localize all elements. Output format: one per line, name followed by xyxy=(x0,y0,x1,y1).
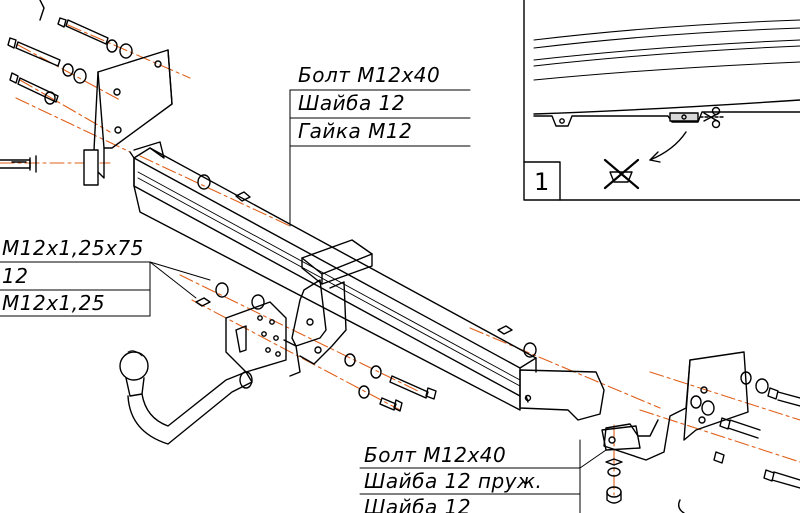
inset-number: 1 xyxy=(534,168,550,196)
right-mount-bracket xyxy=(519,351,749,461)
label-bolt-bottom: Болт М12х40 xyxy=(364,443,507,467)
label-spring-washer-bottom: Шайба 12 пруж. xyxy=(364,469,543,493)
tow-ball xyxy=(119,350,253,445)
left-bolts xyxy=(7,0,133,105)
detail-inset xyxy=(523,0,800,201)
inset-number-box xyxy=(523,161,561,201)
center-fasteners xyxy=(195,174,437,412)
center-bracket xyxy=(283,279,347,377)
main-crossbeam xyxy=(129,141,537,411)
hitch-mount-plate xyxy=(225,301,287,373)
right-fasteners xyxy=(497,325,800,513)
crossed-out-part-icon xyxy=(603,158,640,190)
label-washer-left: 12 xyxy=(2,264,29,288)
cut-scissors-icon xyxy=(699,106,725,129)
label-bolt-left: М12х1,25х75 xyxy=(2,236,144,260)
label-nut-top: Гайка М12 xyxy=(298,119,413,143)
label-nut-left: М12х1,25 xyxy=(2,291,106,315)
leader-lines xyxy=(0,89,607,513)
side-pin xyxy=(0,155,37,173)
label-bolt-top: Болт М12х40 xyxy=(298,63,441,87)
label-washer-bottom: Шайба 12 xyxy=(364,495,472,513)
left-mount-bracket xyxy=(83,49,173,186)
inset-arrow xyxy=(649,131,687,161)
label-washer-top: Шайба 12 xyxy=(298,91,406,115)
